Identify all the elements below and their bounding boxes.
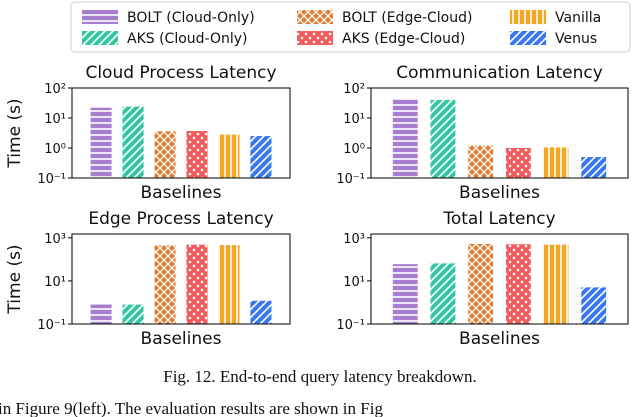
y-axis-label: Time (s) xyxy=(5,98,25,168)
bar xyxy=(543,147,569,178)
y-tick-label: 10³ xyxy=(44,232,66,247)
x-axis-label: Baselines xyxy=(141,183,222,203)
chart-title: Communication Latency xyxy=(396,63,603,83)
bar xyxy=(90,304,112,324)
bar xyxy=(154,131,176,178)
bar xyxy=(430,263,456,324)
chart-title: Edge Process Latency xyxy=(88,209,273,229)
y-tick-label: 10¹ xyxy=(44,112,66,127)
y-tick-label: 10⁻¹ xyxy=(37,318,66,333)
chart-title: Total Latency xyxy=(442,209,555,229)
bar xyxy=(505,148,531,178)
body-text-line: in Figure 9(left). The evaluation result… xyxy=(0,399,383,417)
x-axis-label: Baselines xyxy=(459,329,540,349)
plot-frame xyxy=(370,233,629,325)
bar xyxy=(392,264,418,324)
bar xyxy=(581,157,607,178)
legend-label: BOLT (Edge-Cloud) xyxy=(342,10,472,26)
bar xyxy=(392,99,418,178)
y-tick-label: 10¹ xyxy=(44,275,66,290)
chart-panel: 10⁻¹ 10⁰ 10¹ 10² Communication LatencyBaseli… xyxy=(336,63,629,203)
legend-label: AKS (Edge-Cloud) xyxy=(342,31,465,47)
y-tick-label: 10⁻¹ xyxy=(336,318,365,333)
bar xyxy=(468,145,494,178)
bar xyxy=(581,287,607,324)
y-tick-label: 10⁻¹ xyxy=(336,172,365,187)
bar xyxy=(250,136,272,178)
legend-label: Vanilla xyxy=(555,10,601,26)
bar xyxy=(218,134,240,178)
legend-swatch xyxy=(297,31,333,45)
y-tick-label: 10⁰ xyxy=(44,142,66,157)
x-axis-label: Baselines xyxy=(459,183,540,203)
y-tick-label: 10¹ xyxy=(343,112,365,127)
y-tick-label: 10⁰ xyxy=(343,142,365,157)
plot-frame xyxy=(71,233,291,325)
y-axis-label: Time (s) xyxy=(5,244,25,314)
y-tick-label: 10² xyxy=(44,82,66,97)
bar xyxy=(250,300,272,324)
legend-frame xyxy=(70,1,631,53)
y-tick-label: 10¹ xyxy=(343,275,365,290)
bar xyxy=(122,106,144,178)
legend-swatch xyxy=(297,10,333,24)
plot-frame xyxy=(71,87,291,179)
bar xyxy=(218,245,240,324)
legend-label: BOLT (Cloud-Only) xyxy=(127,10,255,26)
y-tick-label: 10⁻¹ xyxy=(37,172,66,187)
bar xyxy=(186,244,208,324)
legend-swatch xyxy=(510,31,546,45)
bar xyxy=(154,245,176,324)
legend-swatch xyxy=(82,10,118,24)
legend-label: Venus xyxy=(555,31,597,47)
figure-caption: Fig. 12. End-to-end query latency breakd… xyxy=(163,367,476,386)
bar xyxy=(430,99,456,178)
y-tick-label: 10² xyxy=(343,82,365,97)
bar xyxy=(122,304,144,324)
bar xyxy=(186,130,208,178)
y-tick-label: 10³ xyxy=(343,232,365,247)
legend-swatch xyxy=(82,31,118,45)
x-axis-label: Baselines xyxy=(141,329,222,349)
bar xyxy=(90,107,112,178)
charts: 10⁻¹ 10⁰ 10¹ 10² Cloud Process LatencyBaseli… xyxy=(5,63,629,349)
legend-swatch xyxy=(510,10,546,24)
chart-panel: 10⁻¹ 10⁰ 10¹ 10² Cloud Process LatencyBaseli… xyxy=(5,63,291,203)
legend-label: AKS (Cloud-Only) xyxy=(127,31,248,47)
legend: BOLT (Cloud-Only) AKS (Cloud-Only) BOLT (E… xyxy=(70,1,631,53)
plot-frame xyxy=(370,87,629,179)
bar xyxy=(505,244,531,324)
bar xyxy=(543,244,569,324)
bar xyxy=(468,243,494,324)
chart-title: Cloud Process Latency xyxy=(85,63,276,83)
